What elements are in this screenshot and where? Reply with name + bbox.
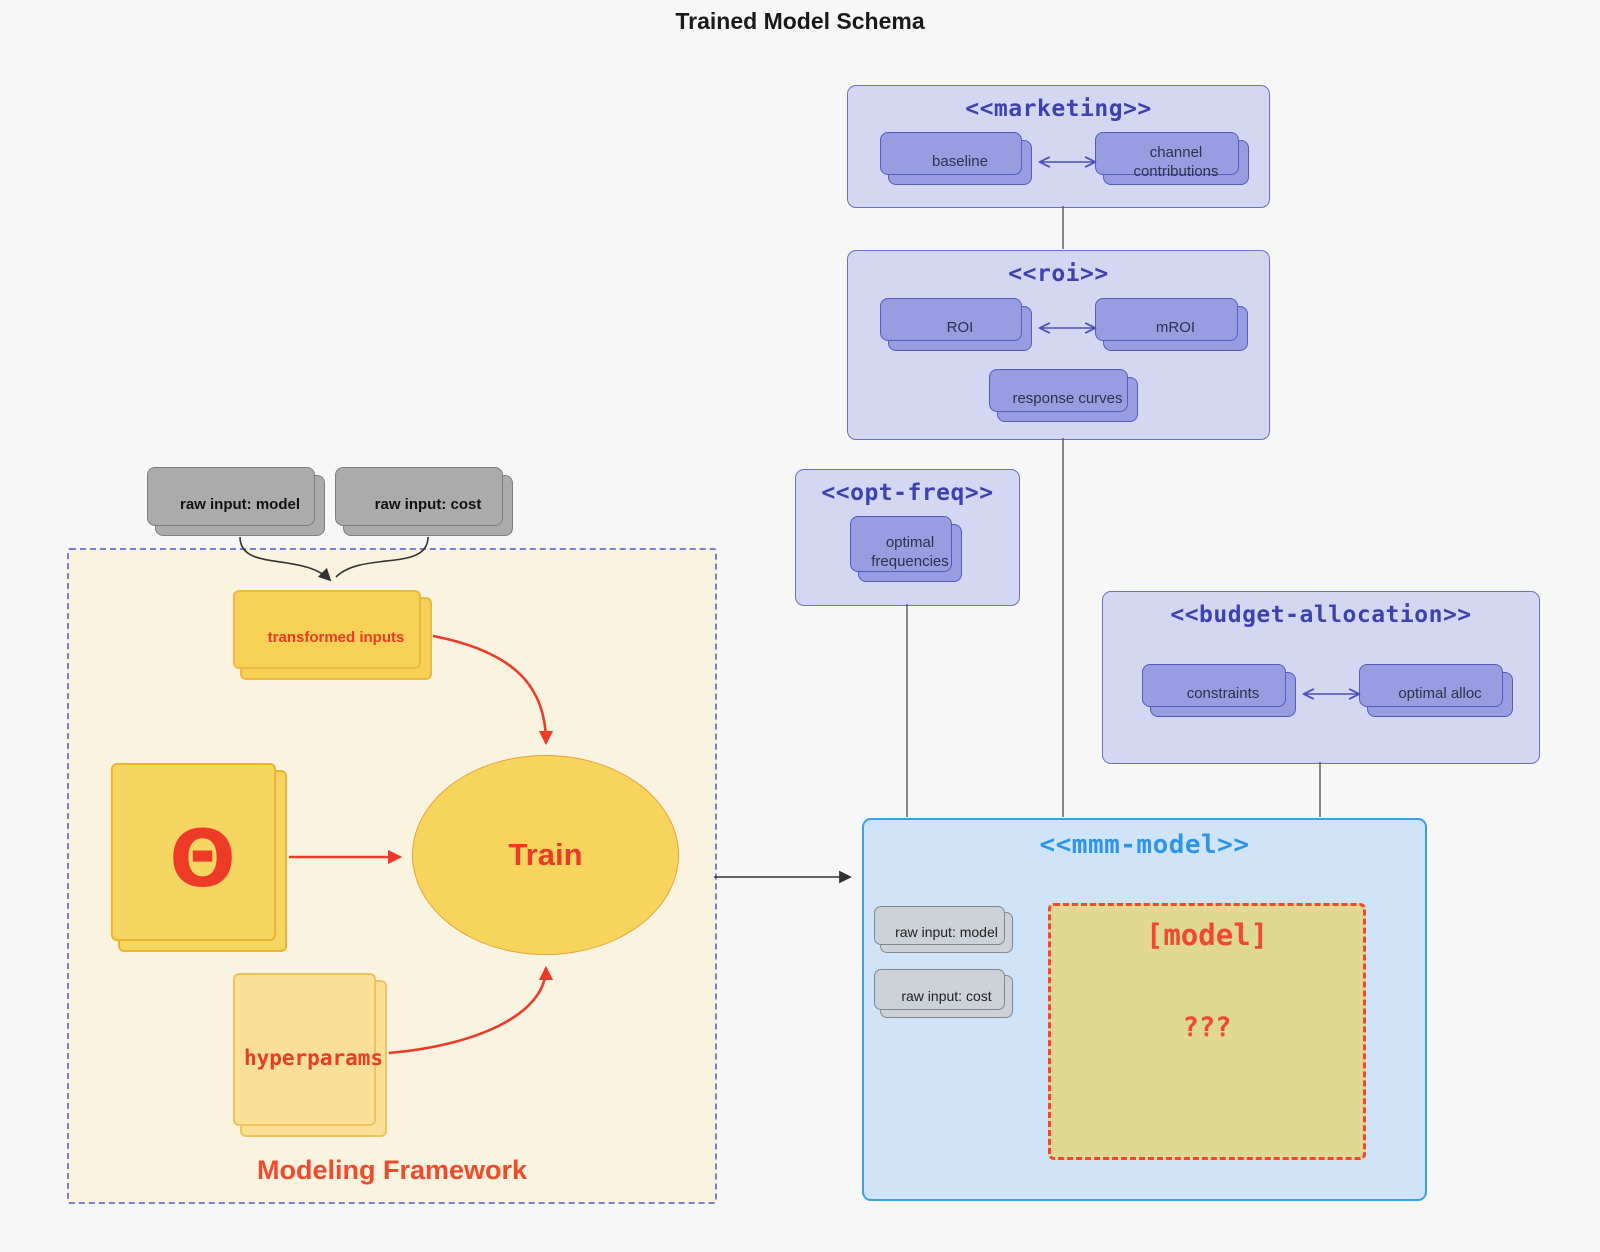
- page-title: Trained Model Schema: [675, 8, 925, 34]
- node-hyperparams: hyperparams: [233, 973, 387, 1137]
- node-mroi: mROI: [1095, 298, 1248, 351]
- cluster-roi-title: <<roi>>: [1008, 261, 1109, 287]
- node-baseline: baseline: [880, 132, 1032, 185]
- cluster-marketing-title: <<marketing>>: [965, 96, 1152, 122]
- node-raw-input-model: raw input: model: [147, 467, 325, 536]
- node-constraints: constraints: [1142, 664, 1296, 717]
- node-transformed-inputs: transformed inputs: [233, 590, 432, 680]
- modeling-framework-label: Modeling Framework: [256, 1155, 528, 1185]
- node-raw-input-cost: raw input: cost: [335, 467, 513, 536]
- model-placeholder-box: [model] ???: [1048, 903, 1366, 1160]
- node-train: Train: [412, 755, 679, 955]
- node-mmm-raw-input-model: raw input: model: [874, 906, 1013, 953]
- model-box-placeholder: ???: [1182, 1012, 1232, 1043]
- model-box-title: [model]: [1145, 918, 1269, 952]
- node-channel-contributions: channel contributions: [1095, 132, 1249, 185]
- cluster-mmm-model-title: <<mmm-model>>: [1039, 830, 1250, 860]
- node-roi: ROI: [880, 298, 1032, 351]
- cluster-budget-allocation-title: <<budget-allocation>>: [1170, 602, 1472, 628]
- cluster-opt-freq-title: <<opt-freq>>: [821, 480, 994, 506]
- node-mmm-raw-input-cost: raw input: cost: [874, 969, 1013, 1018]
- node-optimal-alloc: optimal alloc: [1359, 664, 1513, 717]
- node-theta: Θ: [111, 763, 287, 952]
- node-optimal-frequencies: optimal frequencies: [850, 516, 962, 582]
- node-response-curves: response curves: [989, 369, 1138, 422]
